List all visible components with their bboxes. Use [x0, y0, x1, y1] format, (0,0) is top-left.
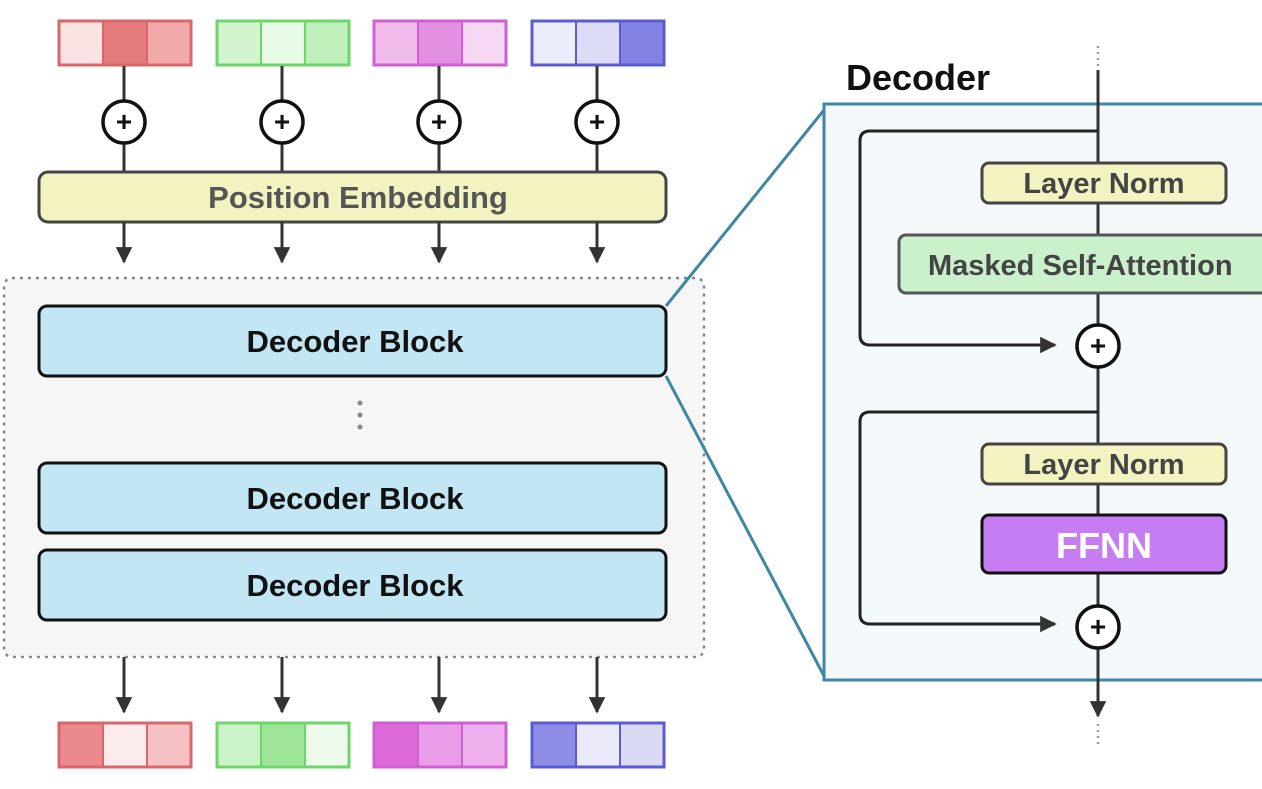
token-cell: [417, 20, 463, 66]
svg-text:Decoder Block: Decoder Block: [246, 568, 464, 603]
token-outline: [215, 721, 351, 769]
token-cell: [531, 20, 577, 66]
token-cell: [461, 20, 507, 66]
token-cell: [260, 20, 306, 66]
add-icon: +: [1075, 323, 1121, 369]
decoder-title: Decoder: [846, 57, 990, 98]
decoder-block: Decoder Block: [37, 461, 668, 535]
token-cell: [146, 20, 192, 66]
token-cell: [102, 722, 148, 768]
add-icon: +: [416, 99, 462, 145]
token-outline: [57, 19, 193, 67]
token-cell: [304, 20, 350, 66]
svg-text:+: +: [1090, 611, 1106, 642]
svg-text:+: +: [589, 106, 605, 137]
token-vector: [57, 19, 193, 67]
svg-text:+: +: [1090, 330, 1106, 361]
svg-text:Position Embedding: Position Embedding: [208, 180, 508, 215]
token-cell: [146, 722, 192, 768]
add-icon: +: [574, 99, 620, 145]
add-icon: +: [259, 99, 305, 145]
token-vector: [372, 721, 508, 769]
token-vector: [215, 721, 351, 769]
svg-text:Layer Norm: Layer Norm: [1023, 168, 1184, 200]
token-cell: [531, 722, 577, 768]
token-vector: [530, 721, 666, 769]
ellipsis-dots: [357, 400, 363, 430]
add-nodes-input: + + + +: [101, 99, 620, 145]
token-outline: [372, 721, 508, 769]
svg-text:Decoder Block: Decoder Block: [246, 481, 464, 516]
token-cell: [575, 20, 621, 66]
token-outline: [530, 19, 666, 67]
token-outline: [530, 721, 666, 769]
input-connectors: [122, 66, 599, 172]
token-cell: [216, 20, 262, 66]
position-embedding-box: Position Embedding: [37, 170, 668, 224]
layer-norm-box: Layer Norm: [980, 161, 1228, 205]
add-icon: +: [1075, 604, 1121, 650]
svg-text:+: +: [274, 106, 290, 137]
token-cell: [260, 722, 306, 768]
svg-text:Layer Norm: Layer Norm: [1023, 449, 1184, 481]
token-cell: [373, 722, 419, 768]
svg-text:FFNN: FFNN: [1056, 525, 1152, 566]
decoder-block: Decoder Block: [37, 304, 668, 378]
svg-text:Masked Self-Attention: Masked Self-Attention: [928, 250, 1233, 282]
token-outline: [215, 19, 351, 67]
token-vector: [372, 19, 508, 67]
token-vector: [57, 721, 193, 769]
output-arrows: [115, 657, 606, 714]
ffnn-box: FFNN: [980, 513, 1228, 575]
token-cell: [216, 722, 262, 768]
token-cell: [58, 20, 104, 66]
svg-text:Decoder Block: Decoder Block: [246, 324, 464, 359]
token-cell: [58, 722, 104, 768]
token-cell: [304, 722, 350, 768]
layer-norm-box: Layer Norm: [980, 442, 1228, 486]
token-cell: [417, 722, 463, 768]
masked-self-attention-box: Masked Self-Attention: [897, 233, 1262, 295]
decoder-detail-content: Layer Norm Masked Self-Attention + Layer…: [858, 104, 1262, 680]
output-token-vectors: [57, 721, 666, 769]
embedding-to-stack-arrows: [115, 222, 606, 264]
add-icon: +: [101, 99, 147, 145]
svg-text:+: +: [116, 106, 132, 137]
input-token-vectors: [57, 19, 666, 67]
token-vector: [530, 19, 666, 67]
svg-text:+: +: [431, 106, 447, 137]
token-outline: [57, 721, 193, 769]
token-cell: [373, 20, 419, 66]
zoom-connector-lines: [664, 109, 826, 677]
token-cell: [619, 20, 665, 66]
token-cell: [575, 722, 621, 768]
token-cell: [102, 20, 148, 66]
token-cell: [461, 722, 507, 768]
token-outline: [372, 19, 508, 67]
decoder-block: Decoder Block: [37, 548, 668, 622]
token-cell: [619, 722, 665, 768]
token-vector: [215, 19, 351, 67]
